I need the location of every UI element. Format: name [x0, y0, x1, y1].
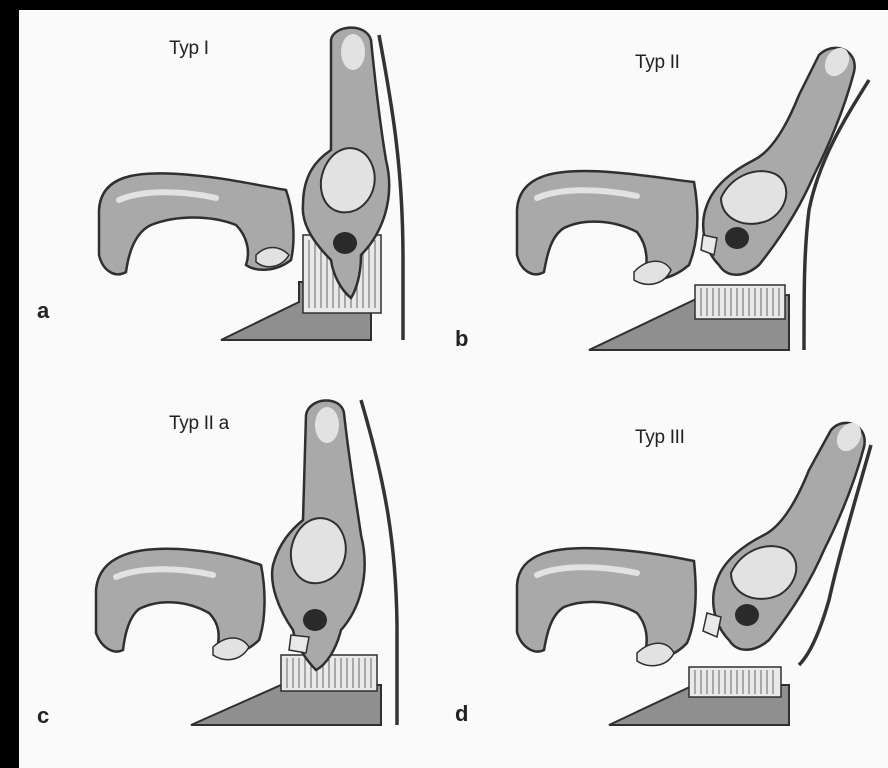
foramen-hole: [725, 227, 749, 249]
illustration-type-1: [41, 10, 461, 370]
panel-c-title: Typ II a: [169, 413, 229, 435]
panel-c: Typ II a c: [41, 385, 461, 745]
panel-b: Typ II b: [459, 10, 879, 370]
panel-d-title: Typ III: [635, 427, 685, 449]
hatched-block: [695, 285, 785, 319]
panel-d: Typ III d: [459, 385, 879, 745]
foramen-hole: [303, 609, 327, 631]
panel-c-letter: c: [37, 703, 49, 729]
left-arch-bone: [517, 548, 696, 658]
panel-d-letter: d: [455, 701, 468, 727]
foramen-hole: [735, 604, 759, 626]
foramen-hole: [333, 232, 357, 254]
figure-page: Typ I a Typ II: [19, 0, 888, 768]
panel-b-letter: b: [455, 326, 468, 352]
panel-a: Typ I a: [41, 10, 461, 370]
panel-a-title: Typ I: [169, 38, 209, 60]
illustration-type-2a: [41, 385, 461, 745]
left-arch-bone: [517, 171, 697, 279]
panel-b-title: Typ II: [635, 52, 680, 74]
panel-a-letter: a: [37, 298, 49, 324]
